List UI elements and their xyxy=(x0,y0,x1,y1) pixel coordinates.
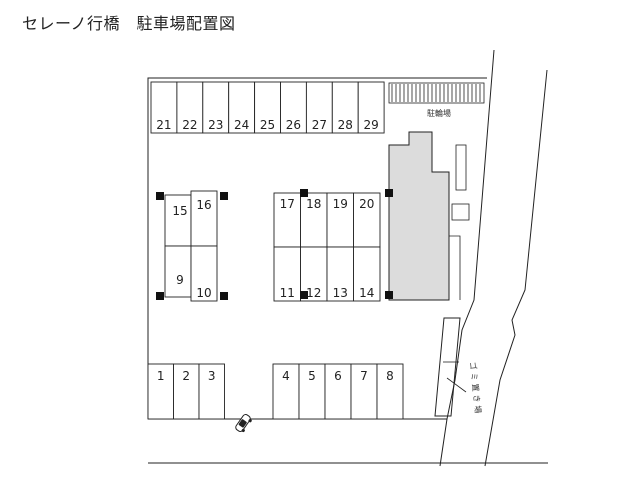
stall-number: 14 xyxy=(359,286,374,300)
stall-number: 17 xyxy=(280,197,295,211)
pillar-posts xyxy=(156,189,393,300)
parking-stall xyxy=(273,192,301,248)
parking-stall xyxy=(164,245,192,298)
stall-number: 9 xyxy=(176,273,184,287)
parking-stall xyxy=(176,81,204,134)
stall-number: 26 xyxy=(286,118,301,132)
stall-number: 29 xyxy=(364,118,379,132)
garbage-area-label: ゴミ置き場 xyxy=(468,361,484,417)
parking-stall xyxy=(305,81,333,134)
pillar-post xyxy=(220,292,228,300)
parking-stall xyxy=(164,194,192,247)
parking-stall xyxy=(198,363,225,420)
stall-number: 24 xyxy=(234,118,249,132)
parking-stall xyxy=(376,363,404,420)
stall-number: 28 xyxy=(338,118,353,132)
stall-number: 25 xyxy=(260,118,275,132)
building xyxy=(388,131,450,301)
pillar-post xyxy=(300,291,308,299)
parking-stall xyxy=(331,81,359,134)
building-annex xyxy=(449,235,461,300)
stall-number: 27 xyxy=(312,118,327,132)
stall-number: 5 xyxy=(308,369,316,383)
garbage-area-text: ゴミ置き場 xyxy=(468,361,484,417)
bike-parking-hatch xyxy=(391,84,481,102)
utility-box-long xyxy=(455,144,467,191)
stall-number: 7 xyxy=(360,369,368,383)
pillar-post xyxy=(156,292,164,300)
pillar-post xyxy=(156,192,164,200)
stall-number: 11 xyxy=(280,286,295,300)
stall-number: 18 xyxy=(306,197,321,211)
pillar-post xyxy=(385,189,393,197)
parking-stall xyxy=(147,363,174,420)
garbage-pointer xyxy=(446,377,467,393)
stall-number: 22 xyxy=(182,118,197,132)
utility-box-square xyxy=(451,203,470,221)
garbage-area xyxy=(434,317,461,417)
parking-stall xyxy=(202,81,230,134)
pillar-post xyxy=(300,189,308,197)
bike-parking-area xyxy=(388,82,485,104)
parking-stall xyxy=(357,81,385,134)
road-left-edge xyxy=(439,49,495,467)
stall-number: 20 xyxy=(359,197,374,211)
stall-number: 1 xyxy=(157,369,165,383)
stall-number: 21 xyxy=(156,118,171,132)
car-icon xyxy=(235,414,252,433)
stall-number: 2 xyxy=(182,369,190,383)
parking-stall xyxy=(280,81,307,134)
stall-number: 15 xyxy=(172,204,187,218)
stall-number: 8 xyxy=(386,369,394,383)
bike-parking-label: 駐輪場 xyxy=(427,108,451,118)
stall-number: 10 xyxy=(196,286,211,300)
road-right-edge xyxy=(484,69,548,467)
page-title: セレーノ行橋 駐車場配置図 xyxy=(22,14,236,33)
parking-stall xyxy=(273,246,301,302)
stall-number: 4 xyxy=(282,369,290,383)
pillar-post xyxy=(385,291,393,299)
pillar-post xyxy=(220,192,228,200)
stall-number: 16 xyxy=(196,198,211,212)
lot-boundary xyxy=(147,77,487,419)
parking-stall xyxy=(190,245,218,302)
stall-number: 12 xyxy=(306,286,321,300)
parking-stall xyxy=(350,363,378,420)
stall-number: 6 xyxy=(334,369,342,383)
parking-stall xyxy=(173,363,200,420)
parking-stall xyxy=(272,363,300,420)
stall-number: 3 xyxy=(208,369,216,383)
parking-stall xyxy=(353,246,381,302)
parking-stall xyxy=(228,81,256,134)
parking-stall xyxy=(324,363,352,420)
stall-number: 19 xyxy=(333,197,348,211)
stall-number: 13 xyxy=(333,286,348,300)
stall-number: 23 xyxy=(208,118,223,132)
